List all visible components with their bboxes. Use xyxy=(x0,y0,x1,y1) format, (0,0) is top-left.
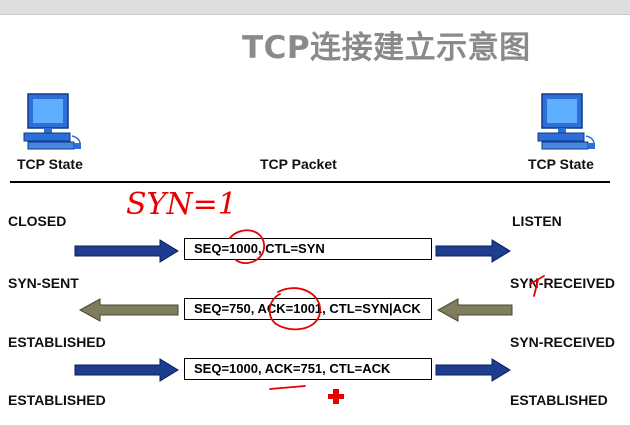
right-state-syn-received-2: SYN-RECEIVED xyxy=(510,334,616,350)
left-state-syn-sent: SYN-SENT xyxy=(8,275,79,291)
packet-ack: SEQ=1000, ACK=751, CTL=ACK xyxy=(184,358,432,380)
arrow-right-icon xyxy=(74,358,179,382)
arrow-right-icon xyxy=(74,239,179,263)
right-state-header: TCP State xyxy=(528,156,594,172)
arrow-right-icon xyxy=(435,358,511,382)
right-state-listen: LISTEN xyxy=(512,213,562,229)
top-bar xyxy=(0,0,630,15)
computer-icon xyxy=(23,93,81,150)
strike-mark xyxy=(529,275,545,297)
left-state-header: TCP State xyxy=(17,156,83,172)
plus-mark xyxy=(328,389,344,404)
left-state-established: ESTABLISHED xyxy=(8,334,106,350)
packet-syn-ack: SEQ=750, ACK=1001, CTL=SYN|ACK xyxy=(184,298,432,320)
circle-mark xyxy=(268,287,321,331)
arrow-left-icon xyxy=(78,298,179,322)
left-state-closed: CLOSED xyxy=(8,213,67,229)
circle-mark xyxy=(229,229,265,265)
header-divider xyxy=(10,181,610,183)
right-state-established: ESTABLISHED xyxy=(510,392,608,408)
packet-header: TCP Packet xyxy=(260,156,337,172)
left-state-established-final: ESTABLISHED xyxy=(8,392,106,408)
computer-icon xyxy=(537,93,595,150)
diagram-title: TCP连接建立示意图 xyxy=(242,30,531,66)
annotation-syn: SYN=1 xyxy=(126,187,237,222)
arrow-left-icon xyxy=(436,298,513,322)
arrow-right-icon xyxy=(435,239,511,263)
packet-syn: SEQ=1000, CTL=SYN xyxy=(184,238,432,260)
underline-mark xyxy=(269,385,306,390)
